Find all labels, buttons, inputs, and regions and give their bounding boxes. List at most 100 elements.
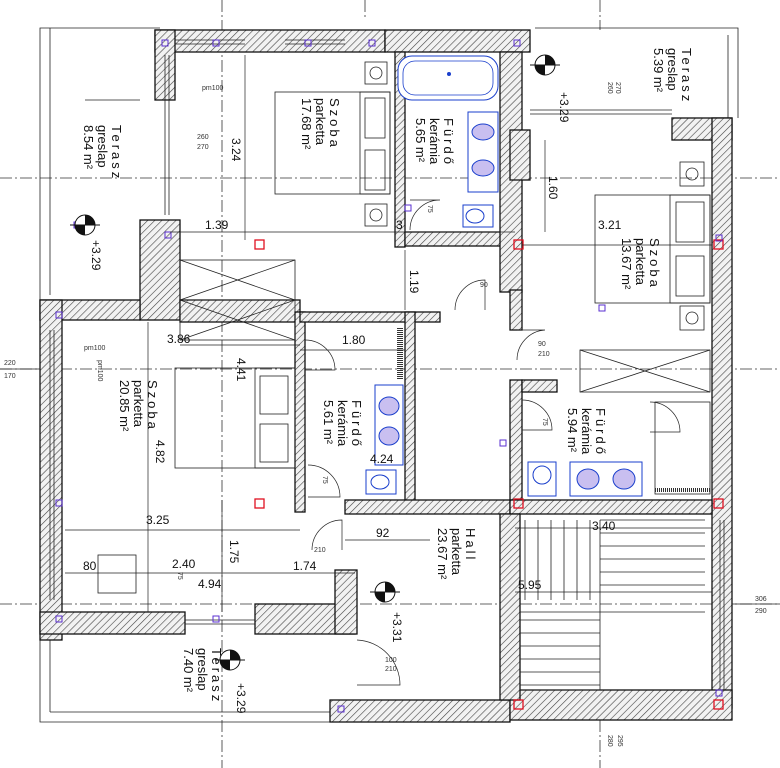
dim-160: 1.60 bbox=[546, 176, 560, 200]
walls bbox=[39, 29, 733, 723]
svg-text:Fürdő: Fürdő bbox=[593, 408, 608, 457]
svg-text:5.94 m²: 5.94 m² bbox=[565, 408, 580, 453]
level-w: +3.29 bbox=[89, 240, 103, 271]
room-hall: Hall parketta 23.67 m² bbox=[435, 528, 478, 580]
room-terasz-w: Terasz greslap 8.54 m² bbox=[81, 125, 124, 181]
svg-text:Szoba: Szoba bbox=[327, 98, 342, 150]
svg-text:kerámia: kerámia bbox=[427, 118, 442, 165]
svg-text:Szoba: Szoba bbox=[647, 238, 662, 290]
svg-text:210: 210 bbox=[385, 666, 397, 673]
dimension-texts: 3.24 1.39 3 1.19 1.60 3.21 1.80 3.86 4.4… bbox=[83, 138, 622, 592]
svg-text:5.39 m²: 5.39 m² bbox=[651, 48, 666, 93]
svg-text:Szoba: Szoba bbox=[145, 380, 160, 432]
svg-text:13.67 m²: 13.67 m² bbox=[619, 238, 634, 290]
room-furdo1: Fürdő kerámia 5.65 m² bbox=[413, 118, 456, 167]
structural-columns bbox=[254, 239, 724, 710]
svg-text:260: 260 bbox=[606, 82, 613, 94]
staircase bbox=[520, 519, 705, 691]
svg-text:Terasz: Terasz bbox=[679, 48, 694, 104]
sanitary-fixtures bbox=[365, 55, 711, 497]
terrace-outlines bbox=[39, 27, 739, 723]
dim-494: 4.94 bbox=[198, 577, 222, 591]
svg-text:17.68 m²: 17.68 m² bbox=[299, 98, 314, 150]
svg-text:pm100: pm100 bbox=[84, 345, 106, 352]
dim-92: 92 bbox=[376, 526, 390, 540]
svg-text:8.54 m²: 8.54 m² bbox=[81, 125, 96, 170]
dim-119: 1.19 bbox=[407, 270, 421, 294]
svg-text:295: 295 bbox=[616, 735, 623, 747]
svg-text:greslap: greslap bbox=[95, 125, 110, 168]
dim-340: 3.40 bbox=[592, 519, 616, 533]
dim-321: 3.21 bbox=[598, 218, 622, 232]
svg-text:280: 280 bbox=[606, 735, 613, 747]
svg-text:Fürdő: Fürdő bbox=[441, 118, 456, 167]
svg-text:pm100: pm100 bbox=[96, 360, 103, 382]
room-szoba1: Szoba parketta 17.68 m² bbox=[299, 98, 342, 150]
room-terasz-ne: Terasz greslap 5.39 m² bbox=[651, 48, 694, 104]
svg-text:290: 290 bbox=[755, 608, 767, 615]
dim-482: 4.82 bbox=[153, 440, 167, 464]
dimension-lines bbox=[0, 55, 780, 612]
dim-180: 1.80 bbox=[342, 333, 366, 347]
svg-text:75: 75 bbox=[176, 572, 183, 580]
room-furdo2: Fürdő kerámia 5.61 m² bbox=[321, 400, 364, 449]
svg-text:170: 170 bbox=[4, 373, 16, 380]
dim-441: 4.41 bbox=[234, 358, 248, 382]
svg-text:260: 260 bbox=[197, 134, 209, 141]
svg-text:210: 210 bbox=[314, 547, 326, 554]
level-marker-w: +3.29 bbox=[70, 214, 103, 271]
svg-text:220: 220 bbox=[4, 360, 16, 367]
dim-386: 3.86 bbox=[167, 332, 191, 346]
room-szoba3: Szoba parketta 20.85 m² bbox=[117, 380, 160, 432]
svg-text:parketta: parketta bbox=[633, 238, 648, 286]
svg-text:kerámia: kerámia bbox=[335, 400, 350, 447]
svg-text:7.40 m²: 7.40 m² bbox=[181, 648, 196, 693]
room-furdo3: Fürdő kerámia 5.94 m² bbox=[565, 408, 608, 457]
svg-text:90: 90 bbox=[480, 282, 488, 289]
dim-240: 2.40 bbox=[172, 557, 196, 571]
corner-markers bbox=[55, 39, 723, 713]
windows bbox=[49, 39, 725, 690]
room-terasz-s: Terasz greslap 7.40 m² bbox=[181, 648, 224, 704]
svg-text:Terasz: Terasz bbox=[209, 648, 224, 704]
room-szoba2: Szoba parketta 13.67 m² bbox=[619, 238, 662, 290]
dim-424: 4.24 bbox=[370, 452, 394, 466]
svg-text:greslap: greslap bbox=[665, 48, 680, 91]
level-markers: +3.29 +3.29 +3.29 +3.31 bbox=[70, 54, 571, 714]
svg-text:100: 100 bbox=[385, 657, 397, 664]
svg-text:kerámia: kerámia bbox=[579, 408, 594, 455]
svg-text:75: 75 bbox=[426, 205, 433, 213]
dim-174: 1.74 bbox=[293, 559, 317, 573]
svg-text:270: 270 bbox=[197, 144, 209, 151]
svg-text:Fürdő: Fürdő bbox=[349, 400, 364, 449]
svg-text:23.67 m²: 23.67 m² bbox=[435, 528, 450, 580]
svg-text:parketta: parketta bbox=[313, 98, 328, 146]
dim-175: 1.75 bbox=[227, 540, 241, 564]
svg-text:5.61 m²: 5.61 m² bbox=[321, 400, 336, 445]
svg-text:270: 270 bbox=[614, 82, 621, 94]
svg-text:parketta: parketta bbox=[131, 380, 146, 428]
level-s: +3.29 bbox=[234, 683, 248, 714]
level-marker-hall: +3.31 bbox=[370, 581, 404, 643]
dim-139: 1.39 bbox=[205, 218, 229, 232]
opening-marks: 260 270 260 270 220 170 306 290 280 295 … bbox=[4, 82, 767, 747]
level-marker-ne: +3.29 bbox=[530, 54, 571, 123]
svg-text:pm100: pm100 bbox=[202, 85, 224, 92]
beds bbox=[97, 61, 711, 594]
room-labels: Szoba parketta 17.68 m² Fürdő kerámia 5.… bbox=[81, 48, 694, 704]
door-swings bbox=[304, 199, 681, 686]
svg-text:Terasz: Terasz bbox=[109, 125, 124, 181]
svg-text:90: 90 bbox=[538, 341, 546, 348]
dim-324: 3.24 bbox=[229, 138, 243, 162]
dim-80: 80 bbox=[83, 559, 97, 573]
dim-325: 3.25 bbox=[146, 513, 170, 527]
svg-text:210: 210 bbox=[538, 351, 550, 358]
dim-595: 5.95 bbox=[518, 578, 542, 592]
svg-text:75: 75 bbox=[541, 418, 548, 426]
svg-text:5.65 m²: 5.65 m² bbox=[413, 118, 428, 163]
wardrobes bbox=[179, 259, 711, 393]
svg-text:75: 75 bbox=[321, 476, 328, 484]
level-ne: +3.29 bbox=[557, 92, 571, 123]
dim-3: 3 bbox=[396, 218, 403, 232]
